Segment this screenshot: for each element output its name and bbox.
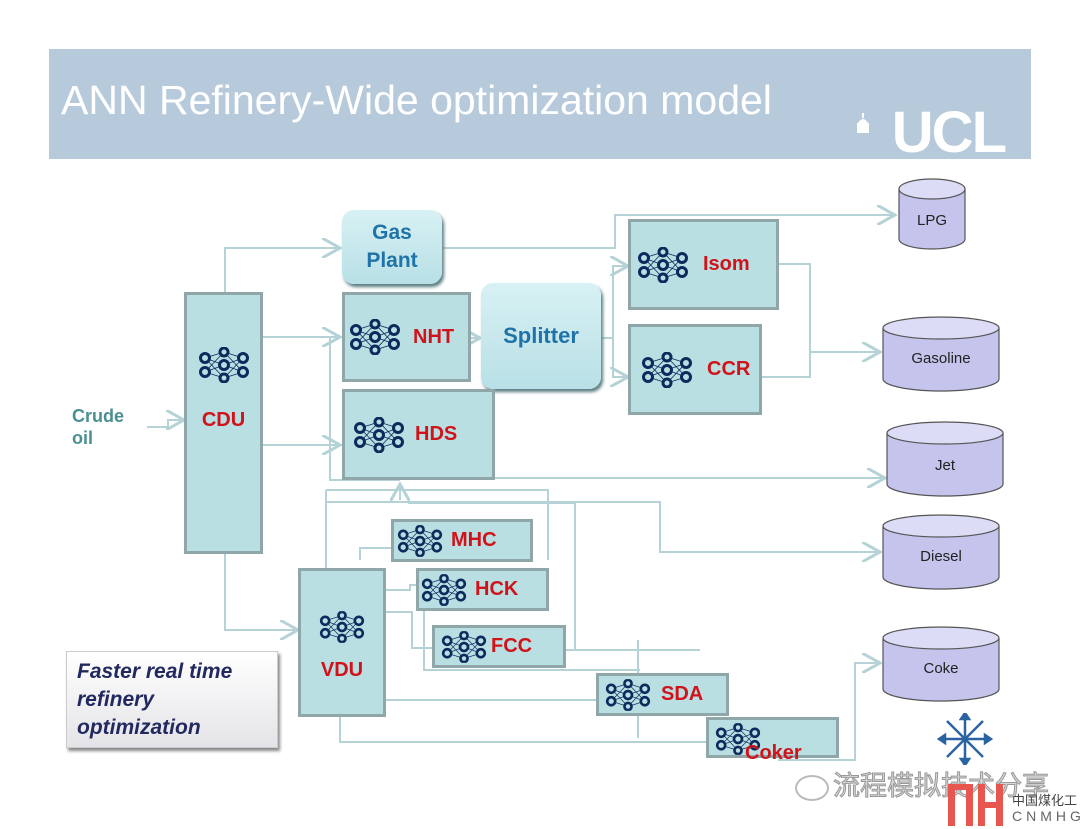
title-banner: ANN Refinery-Wide optimization model UCL bbox=[49, 49, 1031, 165]
flow-crude-cdu bbox=[147, 420, 184, 427]
tank-label: LPG bbox=[916, 212, 947, 229]
note-line3: optimization bbox=[77, 716, 201, 739]
neural-network-icon bbox=[421, 574, 467, 606]
neural-network-icon bbox=[641, 352, 693, 388]
unit-label: FCC bbox=[491, 635, 533, 657]
unit-label: NHT bbox=[413, 325, 455, 348]
unit-label: HDS bbox=[415, 423, 458, 445]
unit-ccr[interactable]: CCR bbox=[628, 324, 762, 415]
unit-label: HCK bbox=[475, 578, 519, 600]
note-box: Faster real time refinery optimization bbox=[66, 651, 278, 748]
flow-to-coke bbox=[778, 663, 880, 761]
brand-cn: 中国煤化工 bbox=[1012, 793, 1078, 808]
unit-isom[interactable]: Isom bbox=[628, 219, 779, 310]
product-tank-jet[interactable]: Jet bbox=[886, 421, 1004, 497]
product-tank-coke[interactable]: Coke bbox=[882, 626, 1000, 702]
watermark: 流程模拟技术分享 bbox=[795, 764, 1050, 803]
product-tank-gasoline[interactable]: Gasoline bbox=[882, 316, 1000, 392]
flow-cdu-gasplant bbox=[224, 248, 340, 293]
crude-oil-label: Crude oil bbox=[72, 405, 124, 449]
snowflake-icon bbox=[937, 713, 993, 765]
tank-icon bbox=[882, 514, 1000, 590]
flow-splitter-ccr bbox=[613, 338, 628, 377]
neural-network-icon bbox=[198, 347, 250, 383]
unit-label: CDU bbox=[201, 409, 246, 431]
unit-label: SDA bbox=[661, 683, 704, 705]
tank-label: Coke bbox=[923, 660, 959, 677]
unit-label: Coker bbox=[745, 742, 802, 764]
unit-hds[interactable]: HDS bbox=[342, 389, 495, 480]
ucl-dome-icon bbox=[857, 113, 869, 133]
unit-fcc[interactable]: FCC bbox=[432, 625, 566, 668]
unit-hck[interactable]: HCK bbox=[416, 568, 549, 611]
tank-label: Gasoline bbox=[911, 350, 971, 367]
note-line1: Faster real time bbox=[77, 660, 233, 683]
neural-network-icon bbox=[397, 525, 443, 557]
tank-icon bbox=[898, 178, 966, 250]
flow-cdu-vdu bbox=[224, 553, 298, 630]
neural-network-icon bbox=[605, 678, 651, 712]
neural-network-icon bbox=[353, 417, 405, 453]
unit-coker[interactable]: Coker bbox=[706, 717, 839, 764]
unit-label: Isom bbox=[703, 253, 750, 275]
unit-mhc[interactable]: MHC bbox=[391, 519, 533, 562]
neural-network-icon bbox=[637, 247, 689, 283]
product-tank-diesel[interactable]: Diesel bbox=[882, 514, 1000, 590]
unit-nht[interactable]: NHT bbox=[342, 292, 471, 382]
tank-icon bbox=[882, 626, 1000, 702]
note-line2: refinery bbox=[77, 688, 155, 711]
unit-splitter[interactable]: Splitter bbox=[481, 283, 601, 389]
unit-label-line2: Plant bbox=[366, 249, 418, 272]
unit-sda[interactable]: SDA bbox=[596, 673, 729, 716]
unit-label: CCR bbox=[707, 358, 751, 380]
wechat-icon bbox=[795, 774, 829, 801]
brand-en: CNMHG bbox=[1012, 808, 1080, 824]
flow-gasplant-lpg bbox=[443, 215, 895, 249]
unit-vdu[interactable]: VDU bbox=[298, 568, 386, 717]
tank-icon bbox=[886, 421, 1004, 497]
page-title: ANN Refinery-Wide optimization model bbox=[61, 77, 772, 123]
unit-cdu[interactable]: CDU bbox=[184, 292, 263, 554]
watermark-text: 流程模拟技术分享 bbox=[833, 771, 1050, 802]
crude-oil-line1: Crude bbox=[72, 406, 125, 426]
neural-network-icon bbox=[319, 609, 365, 645]
neural-network-icon bbox=[441, 630, 487, 664]
tank-icon bbox=[882, 316, 1000, 392]
unit-label-line1: Gas bbox=[372, 221, 412, 244]
unit-label: Splitter bbox=[503, 323, 579, 348]
brand-mark-icon bbox=[948, 784, 1003, 826]
ucl-logo: UCL bbox=[891, 100, 1007, 165]
neural-network-icon bbox=[349, 319, 401, 355]
tank-label: Diesel bbox=[920, 548, 962, 565]
crude-oil-line2: oil bbox=[72, 428, 93, 448]
tank-label: Jet bbox=[934, 457, 955, 474]
unit-label: VDU bbox=[320, 659, 364, 681]
flow-splitter-isom bbox=[602, 266, 628, 339]
product-tank-lpg[interactable]: LPG bbox=[898, 178, 966, 250]
unit-label: MHC bbox=[451, 529, 497, 551]
